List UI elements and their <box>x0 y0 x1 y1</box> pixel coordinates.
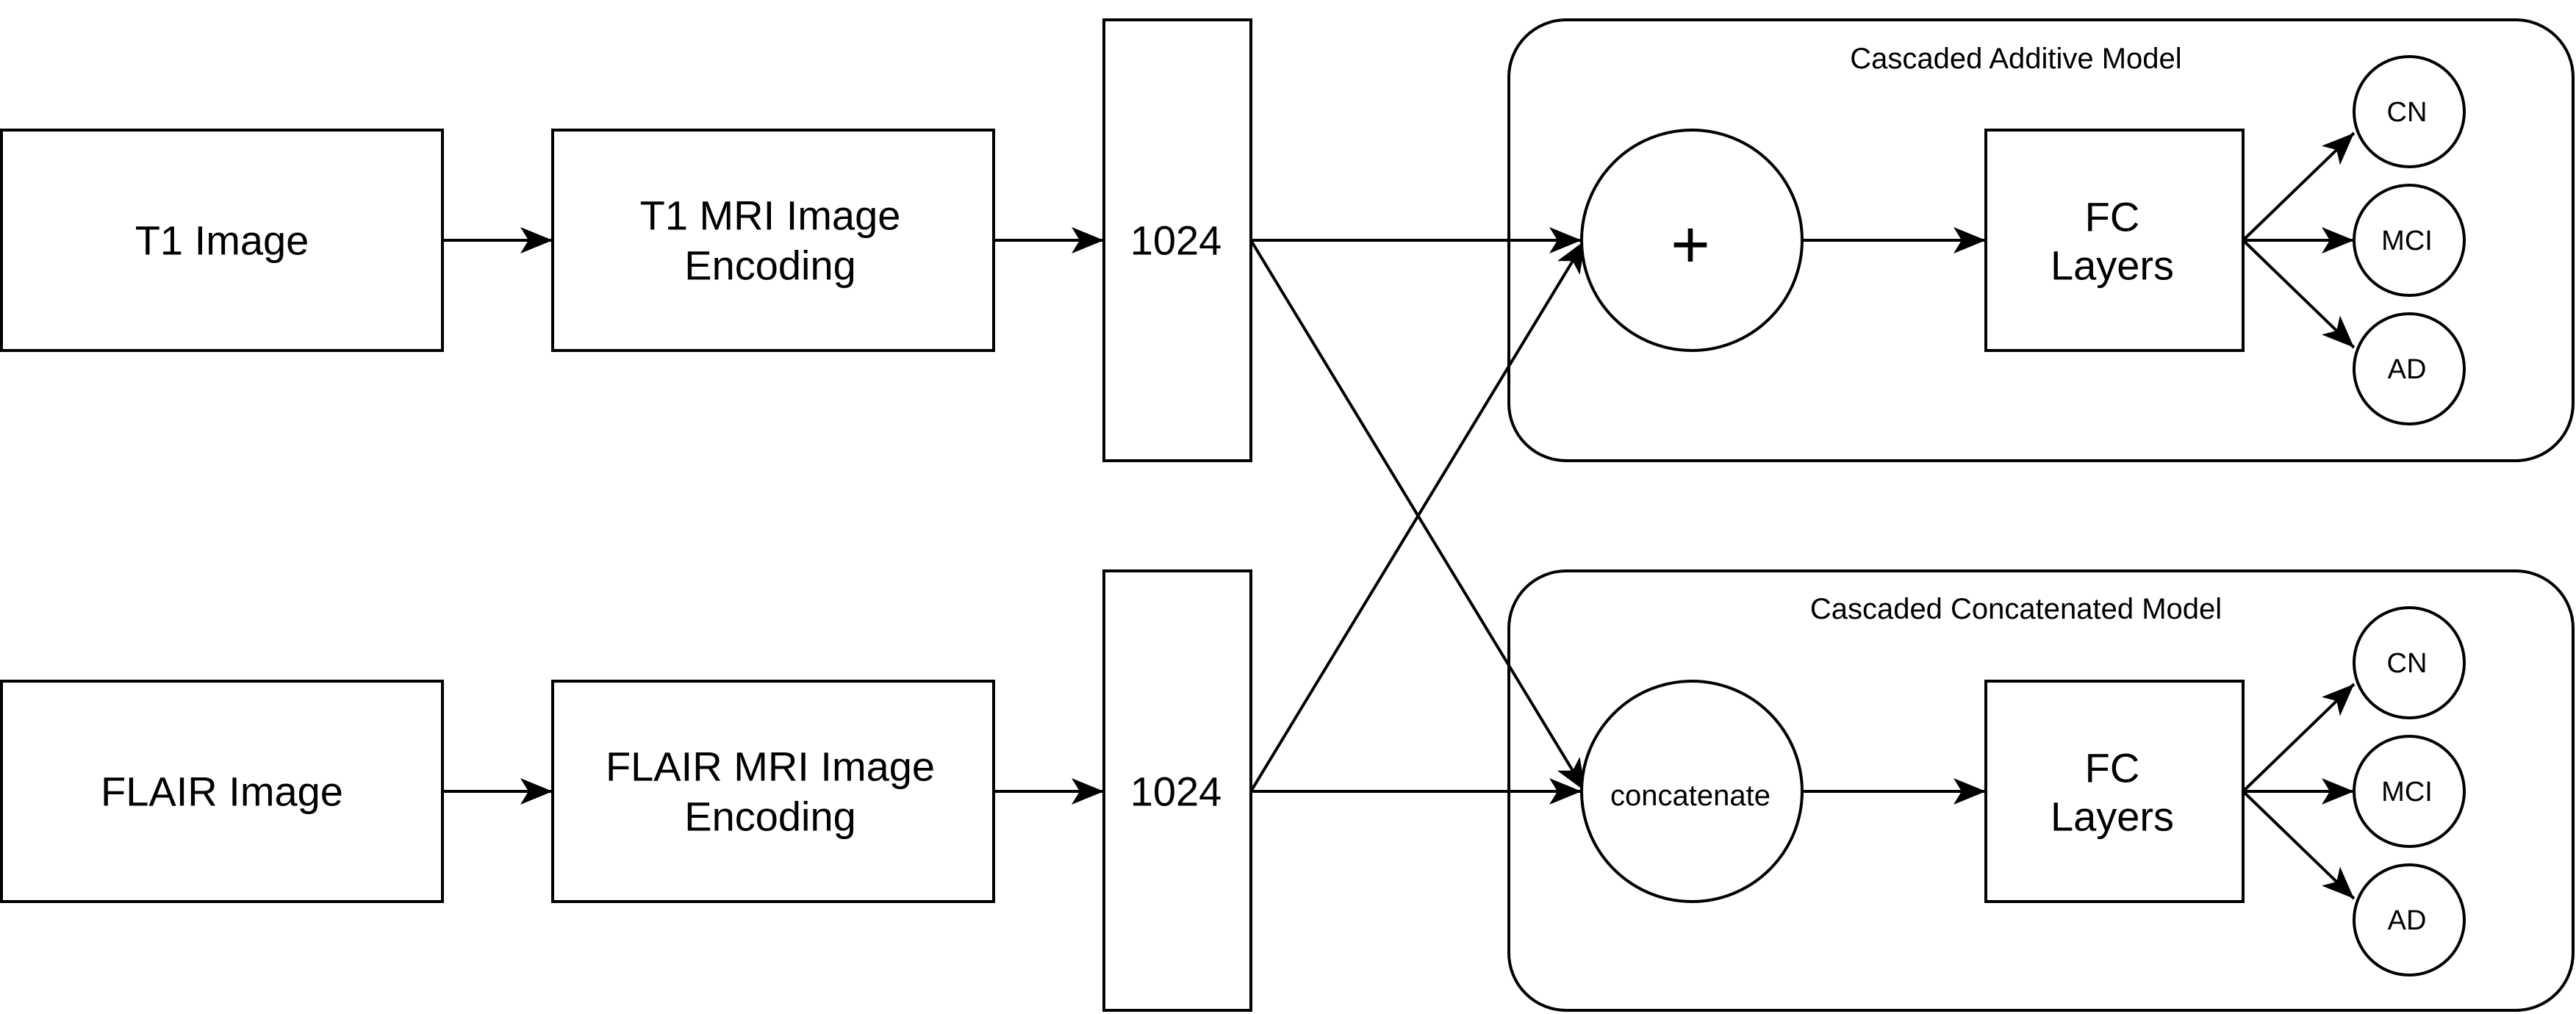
t1-encoder-label-line1: T1 MRI Image <box>640 193 901 239</box>
additive-fc-label-line1: FC <box>2085 194 2140 240</box>
concat-output-cn-label: CN <box>2387 648 2428 679</box>
additive-output-mci: MCI <box>2353 184 2466 297</box>
edge-concat-fc-to-ad <box>2242 790 2356 900</box>
concat-output-ad: AD <box>2353 863 2466 977</box>
concat-fc-layers-node: FC Layers <box>1984 680 2245 903</box>
additive-output-cn: CN <box>2353 55 2466 168</box>
t1-encoder-node: T1 MRI Image Encoding <box>551 129 995 352</box>
additive-output-ad-label: AD <box>2388 354 2427 385</box>
concat-output-mci: MCI <box>2353 735 2466 848</box>
concat-fc-label-line1: FC <box>2085 745 2140 791</box>
flair-encoder-node: FLAIR MRI Image Encoding <box>551 680 995 903</box>
edge-concat-fc-to-cn <box>2242 683 2356 793</box>
concat-output-mci-label: MCI <box>2381 777 2433 808</box>
t1-vector-node: 1024 <box>1102 18 1252 462</box>
additive-output-mci-label: MCI <box>2381 226 2433 256</box>
flair-vector-node: 1024 <box>1102 569 1252 1012</box>
plus-icon: + <box>1671 207 1710 282</box>
additive-fc-label-line2: Layers <box>2051 242 2174 289</box>
flair-vector-label: 1024 <box>1130 769 1222 815</box>
additive-model-title: Cascaded Additive Model <box>1850 43 2181 75</box>
additive-fc-layers-node: FC Layers <box>1984 129 2245 352</box>
t1-image-label: T1 Image <box>135 217 309 264</box>
edge-t1-vector-to-concat <box>1249 239 1587 793</box>
t1-image-node: T1 Image <box>0 129 444 352</box>
flair-encoder-label-line2: Encoding <box>684 794 856 840</box>
t1-vector-label: 1024 <box>1130 217 1222 264</box>
concat-operator-label: concatenate <box>1610 780 1770 812</box>
edge-additive-fc-to-cn <box>2242 132 2356 242</box>
concat-output-ad-label: AD <box>2388 905 2427 936</box>
concat-operator-node: concatenate <box>1580 680 1804 903</box>
concat-model-title: Cascaded Concatenated Model <box>1810 593 2222 625</box>
concat-output-cn: CN <box>2353 606 2466 719</box>
t1-encoder-label-line2: Encoding <box>684 242 856 289</box>
additive-output-ad: AD <box>2353 312 2466 425</box>
flair-image-node: FLAIR Image <box>0 680 444 903</box>
edge-additive-fc-to-ad <box>2242 239 2356 349</box>
concat-fc-label-line2: Layers <box>2051 794 2174 840</box>
flair-encoder-label-line1: FLAIR MRI Image <box>606 744 935 790</box>
add-operator-node: + <box>1580 129 1804 352</box>
flair-image-label: FLAIR Image <box>101 769 343 815</box>
additive-output-cn-label: CN <box>2387 97 2428 128</box>
